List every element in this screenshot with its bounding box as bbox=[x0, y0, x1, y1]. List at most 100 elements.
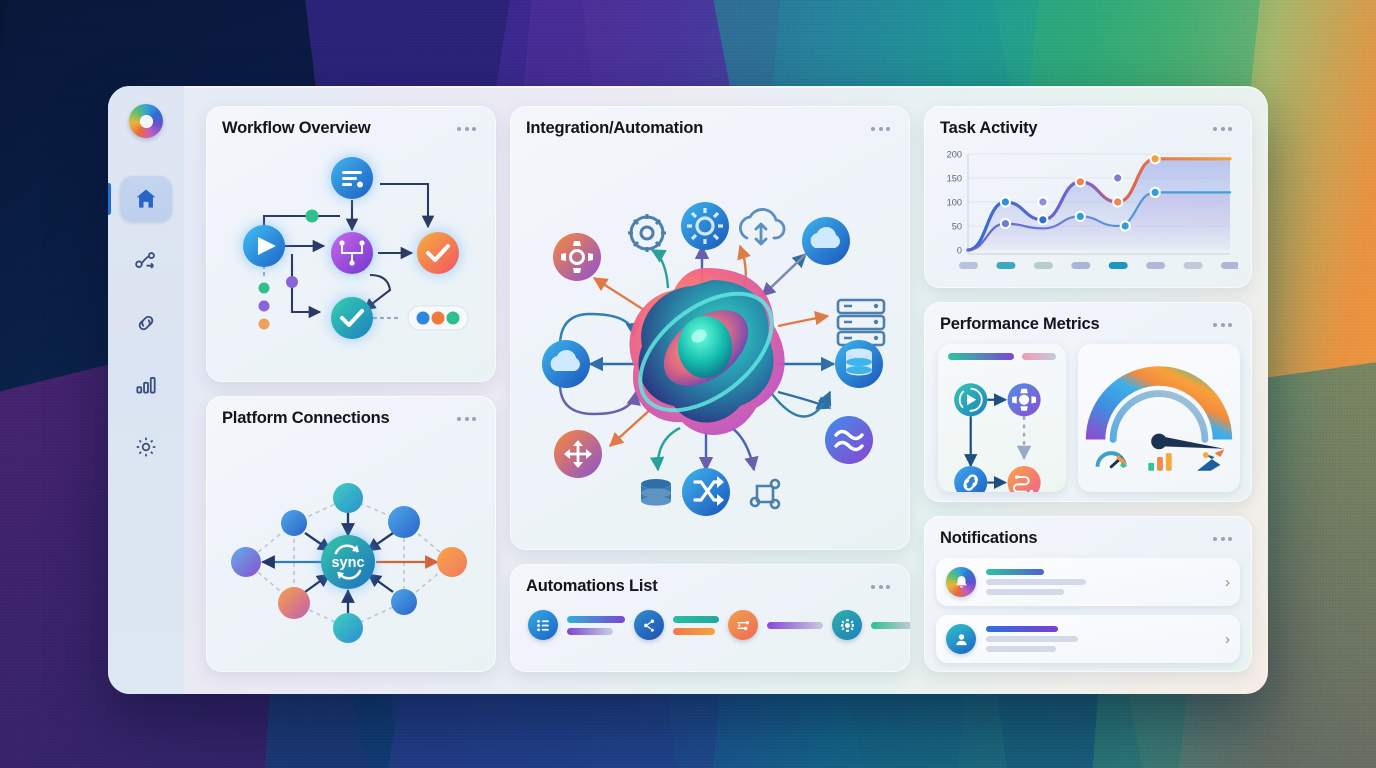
more-options-icon[interactable] bbox=[1209, 533, 1236, 545]
chevron-right-icon[interactable]: › bbox=[1225, 573, 1230, 591]
chart-point[interactable] bbox=[1074, 210, 1086, 223]
mini-bar-chart-icon bbox=[1148, 453, 1172, 471]
y-axis-tick-label: 100 bbox=[947, 198, 962, 208]
chart-point[interactable] bbox=[1149, 153, 1161, 165]
card-header: Automations List bbox=[510, 564, 910, 602]
y-axis-tick-label: 0 bbox=[957, 246, 962, 256]
automations-row bbox=[528, 610, 910, 640]
platform-hub-label: sync bbox=[331, 555, 364, 571]
card-integration-automation: Integration/Automation bbox=[510, 106, 910, 550]
sidebar-item-workflows[interactable] bbox=[120, 238, 172, 284]
branch-icon bbox=[643, 619, 654, 632]
gauge-icon bbox=[1085, 366, 1233, 471]
chart-point[interactable] bbox=[1149, 186, 1161, 199]
automation-item[interactable] bbox=[528, 610, 625, 640]
x-axis-tick-label bbox=[1183, 262, 1203, 269]
mini-scatter-icon bbox=[1197, 449, 1225, 471]
card-platform-connections: Platform Connections bbox=[206, 396, 496, 672]
app-window: Workflow Overview bbox=[108, 86, 1268, 694]
platform-node-bottom-right bbox=[391, 589, 417, 615]
avatar bbox=[946, 567, 976, 597]
card-notifications: Notifications › › bbox=[924, 516, 1252, 672]
settings-sliders-icon bbox=[736, 620, 749, 630]
chart-point[interactable] bbox=[999, 218, 1012, 230]
y-axis-tick-label: 50 bbox=[952, 222, 962, 232]
card-header: Integration/Automation bbox=[510, 106, 910, 144]
integration-node-cloud-upload-left bbox=[542, 340, 590, 388]
gear-icon bbox=[840, 618, 854, 632]
automation-item[interactable] bbox=[832, 610, 910, 640]
notification-line bbox=[986, 646, 1056, 652]
x-axis-tick-label bbox=[996, 262, 1016, 269]
performance-pill bbox=[1022, 353, 1056, 360]
x-axis-tick-label bbox=[959, 262, 978, 269]
perf-node-config bbox=[1007, 383, 1041, 417]
integration-node-gear-outline bbox=[628, 214, 666, 252]
y-axis-tick-label: 150 bbox=[947, 174, 962, 184]
more-options-icon[interactable] bbox=[453, 413, 480, 425]
notification-lines bbox=[986, 626, 1213, 652]
card-header: Task Activity bbox=[924, 106, 1252, 144]
more-options-icon[interactable] bbox=[867, 581, 894, 593]
automation-progress-bars bbox=[567, 615, 625, 635]
x-axis-tick-label bbox=[1033, 262, 1053, 269]
chart-point[interactable] bbox=[1112, 172, 1124, 184]
integration-diagram-svg bbox=[542, 202, 886, 516]
chart-point[interactable] bbox=[1037, 214, 1049, 226]
more-options-icon[interactable] bbox=[1209, 123, 1236, 135]
more-options-icon[interactable] bbox=[453, 123, 480, 135]
chart-point[interactable] bbox=[999, 196, 1012, 208]
integration-node-gear-left-top bbox=[553, 233, 601, 281]
workflow-icon bbox=[135, 252, 155, 269]
performance-pill bbox=[948, 353, 1015, 360]
middle-column: Integration/Automation bbox=[510, 106, 910, 672]
integration-node-move bbox=[554, 430, 602, 478]
chart-point[interactable] bbox=[1119, 220, 1131, 232]
sidebar-item-analytics[interactable] bbox=[120, 362, 172, 408]
integration-node-shuffle bbox=[682, 468, 730, 516]
performance-gauge-panel bbox=[1078, 344, 1240, 492]
page-title: Notifications bbox=[940, 529, 1038, 547]
perf-node-route bbox=[1007, 466, 1041, 492]
list-icon bbox=[536, 619, 549, 631]
workflow-node-start bbox=[243, 225, 285, 267]
chart-point[interactable] bbox=[1037, 196, 1049, 208]
automation-progress-bar bbox=[673, 615, 719, 623]
sidebar-item-links[interactable] bbox=[120, 300, 172, 346]
color-wheel-logo[interactable] bbox=[129, 104, 163, 138]
notification-line bbox=[986, 569, 1044, 575]
performance-flow-panel bbox=[938, 344, 1066, 492]
sidebar-item-home[interactable] bbox=[108, 176, 172, 222]
integration-diagram bbox=[516, 140, 904, 544]
workflow-diagram bbox=[212, 140, 490, 376]
sidebar bbox=[108, 86, 184, 694]
notification-line bbox=[986, 579, 1086, 585]
left-column: Workflow Overview bbox=[206, 106, 496, 672]
integration-node-flow-outline bbox=[749, 478, 781, 510]
more-options-icon[interactable] bbox=[867, 123, 894, 135]
automation-icon bbox=[528, 610, 558, 640]
bell-icon bbox=[955, 575, 967, 588]
more-options-icon[interactable] bbox=[1209, 319, 1236, 331]
platform-node-right bbox=[437, 547, 467, 577]
dashboard-main: Workflow Overview bbox=[184, 86, 1268, 694]
chart-point[interactable] bbox=[1074, 176, 1086, 188]
automation-item[interactable] bbox=[634, 610, 719, 640]
sidebar-item-settings[interactable] bbox=[120, 424, 172, 470]
home-icon bbox=[136, 189, 156, 208]
notification-row[interactable]: › bbox=[936, 558, 1240, 606]
card-performance-metrics: Performance Metrics bbox=[924, 302, 1252, 502]
automation-item[interactable] bbox=[728, 610, 823, 640]
platform-diagram-svg: sync bbox=[231, 483, 467, 643]
integration-node-wave bbox=[825, 416, 873, 464]
chart-point[interactable] bbox=[1112, 196, 1124, 208]
x-axis-tick-label bbox=[1221, 262, 1240, 269]
notification-row[interactable]: › bbox=[936, 615, 1240, 663]
integration-node-server-outline bbox=[836, 298, 886, 347]
page-title: Automations List bbox=[526, 577, 658, 595]
integration-core bbox=[629, 268, 785, 435]
performance-flow-svg bbox=[954, 383, 1041, 492]
chevron-right-icon[interactable]: › bbox=[1225, 630, 1230, 648]
